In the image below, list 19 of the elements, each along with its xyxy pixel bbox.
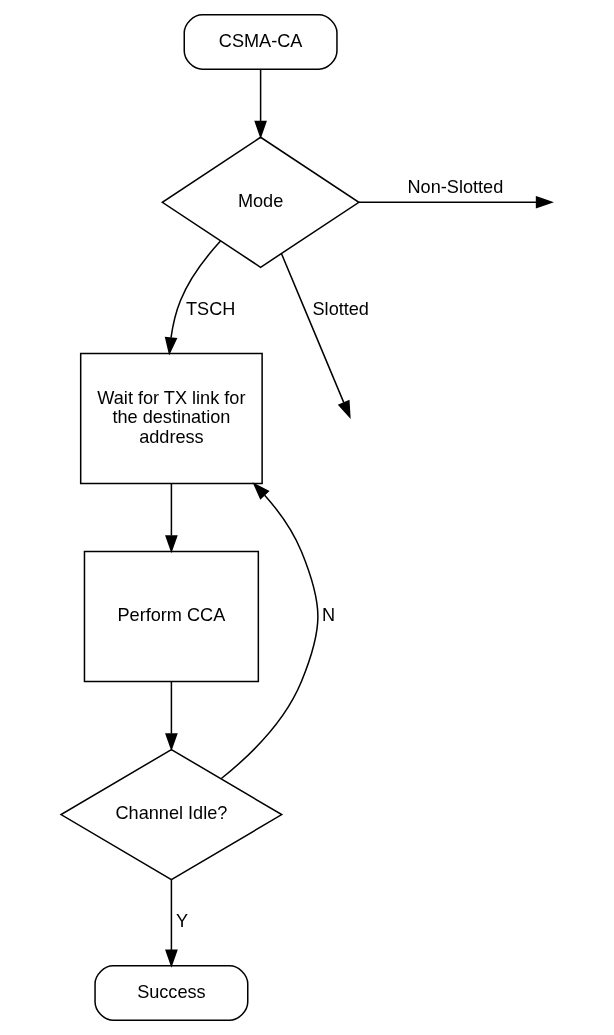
arrow — [220, 482, 319, 780]
arrow — [165, 681, 178, 752]
node-box: Wait for TX link for the destination address — [79, 352, 263, 485]
arrow — [358, 195, 554, 209]
edge-label: Slotted — [312, 299, 369, 320]
arrow — [165, 879, 178, 968]
node-diamond: Channel Idle? — [59, 748, 284, 881]
edge-label: Y — [175, 911, 189, 932]
edge-label: TSCH — [186, 299, 236, 320]
node-diamond: Mode — [160, 136, 361, 269]
edge-label: Non-Slotted — [407, 176, 504, 197]
arrow — [164, 240, 222, 356]
arrow — [280, 253, 351, 419]
node-box: Perform CCA — [83, 550, 260, 683]
node-box: CSMA-CA — [183, 14, 338, 70]
arrow — [254, 68, 267, 140]
node-box: Success — [94, 965, 249, 1021]
edge-label: N — [322, 605, 336, 626]
arrow — [165, 483, 178, 554]
